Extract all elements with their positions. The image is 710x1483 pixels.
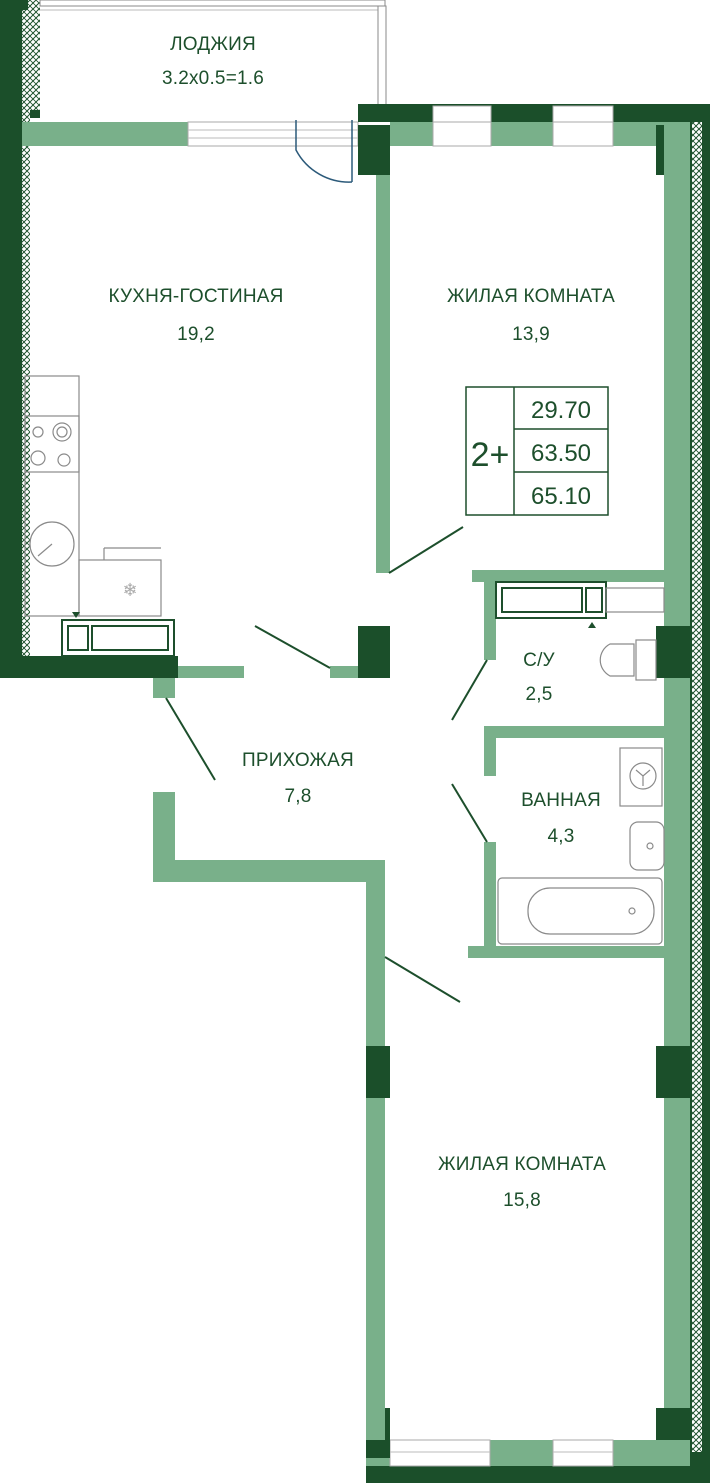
loggia-dims: 3.2x0.5=1.6 bbox=[162, 68, 264, 89]
top-wall bbox=[22, 104, 690, 175]
hallway-area: 7,8 bbox=[284, 786, 311, 807]
right-exterior-wall bbox=[656, 104, 710, 1466]
loggia-name: ЛОДЖИЯ bbox=[170, 34, 256, 55]
toilet-fixtures bbox=[495, 581, 665, 681]
bedroom-1-name: ЖИЛАЯ КОМНАТА bbox=[447, 286, 615, 307]
bathroom-name: ВАННАЯ bbox=[521, 790, 601, 811]
toilet-name: С/У bbox=[523, 650, 555, 671]
hallway-name: ПРИХОЖАЯ bbox=[242, 750, 354, 771]
room-count-label: 2+ bbox=[471, 436, 510, 474]
bedroom-2-name: ЖИЛАЯ КОМНАТА bbox=[438, 1154, 606, 1175]
bedroom-1-area: 13,9 bbox=[512, 324, 550, 345]
kitchen-living-area: 19,2 bbox=[177, 324, 215, 345]
loggia-walls bbox=[18, 0, 387, 118]
toilet-area: 2,5 bbox=[525, 684, 552, 705]
kitchen-living-name: КУХНЯ-ГОСТИНАЯ bbox=[108, 286, 283, 307]
bottom-wall bbox=[366, 1408, 710, 1483]
kitchen-fixtures: ❄ bbox=[24, 375, 175, 657]
doors bbox=[165, 120, 488, 1003]
bedroom-2-area: 15,8 bbox=[503, 1190, 541, 1211]
living-area-value: 29.70 bbox=[531, 397, 591, 424]
interior-walls bbox=[153, 175, 664, 1440]
room-labels: ЛОДЖИЯ 3.2x0.5=1.6 КУХНЯ-ГОСТИНАЯ 19,2 Ж… bbox=[108, 34, 615, 1211]
svg-text:❄: ❄ bbox=[122, 580, 137, 601]
left-exterior-wall bbox=[0, 0, 178, 678]
total-area-value: 63.50 bbox=[531, 440, 591, 467]
bathroom-fixtures bbox=[497, 747, 665, 945]
area-with-loggia-value: 65.10 bbox=[531, 483, 591, 510]
apartment-summary-badge: 2+ 29.70 63.50 65.10 bbox=[465, 386, 609, 516]
bathroom-area: 4,3 bbox=[547, 826, 574, 847]
